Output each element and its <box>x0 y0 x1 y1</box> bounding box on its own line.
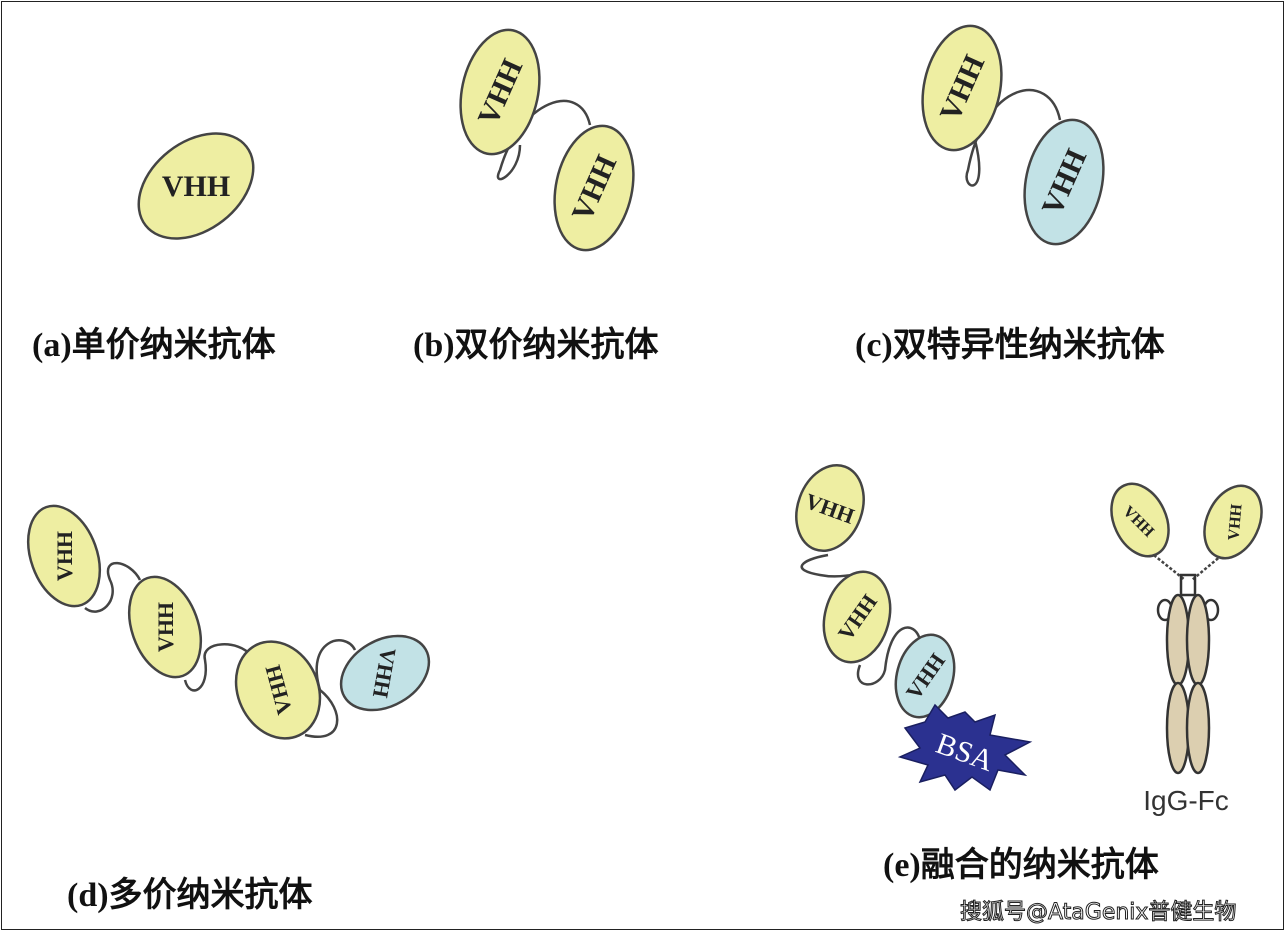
igg-fc-label: IgG-Fc <box>1143 785 1229 816</box>
vhh-domain: VHH <box>553 124 635 252</box>
caption-e: (e)融合的纳米抗体 <box>883 847 1159 884</box>
svg-text:VHH: VHH <box>153 602 178 652</box>
linkers <box>84 88 1223 738</box>
vhh-domain: VHH <box>339 634 431 712</box>
linker <box>800 553 853 581</box>
vhh-domain: VHH <box>459 28 541 156</box>
linker <box>856 626 922 686</box>
vhh-domain: VHH <box>822 570 892 664</box>
vhh-domain: VHH <box>795 463 865 553</box>
vhh-domain: VHH <box>234 640 322 740</box>
vhh-domains: VHH VHH VHH VHH VHH VHH VHH VHH VHH VHH … <box>27 24 1263 740</box>
svg-text:VHH: VHH <box>1225 503 1245 541</box>
linker <box>496 99 592 181</box>
watermark: 搜狐号@AtaGenix普健生物 <box>959 900 1237 926</box>
caption-c: (c)双特异性纳米抗体 <box>855 327 1165 364</box>
hinge-linker <box>1149 551 1223 581</box>
vhh-domain: VHH <box>27 504 101 608</box>
vhh-domain: VHH <box>921 24 1003 152</box>
vhh-domain: VHH <box>1023 118 1105 246</box>
caption-b: (b)双价纳米抗体 <box>413 327 659 364</box>
vhh-domain: VHH <box>128 575 202 679</box>
linker <box>84 561 142 613</box>
vhh-domain: VHH <box>1110 482 1170 558</box>
caption-a: (a)单价纳米抗体 <box>32 327 276 364</box>
bsa-molecule: BSA <box>897 703 1033 792</box>
vhh-domain: VHH <box>137 132 255 240</box>
linker <box>183 643 252 692</box>
vhh-domain: VHH <box>1203 484 1263 560</box>
linker <box>965 88 1062 187</box>
caption-d: (d)多价纳米抗体 <box>67 877 313 914</box>
igg-fc: IgG-Fc <box>1143 573 1229 816</box>
vhh-domain: VHH <box>894 633 956 719</box>
svg-text:VHH: VHH <box>162 170 230 203</box>
svg-text:VHH: VHH <box>52 531 77 581</box>
